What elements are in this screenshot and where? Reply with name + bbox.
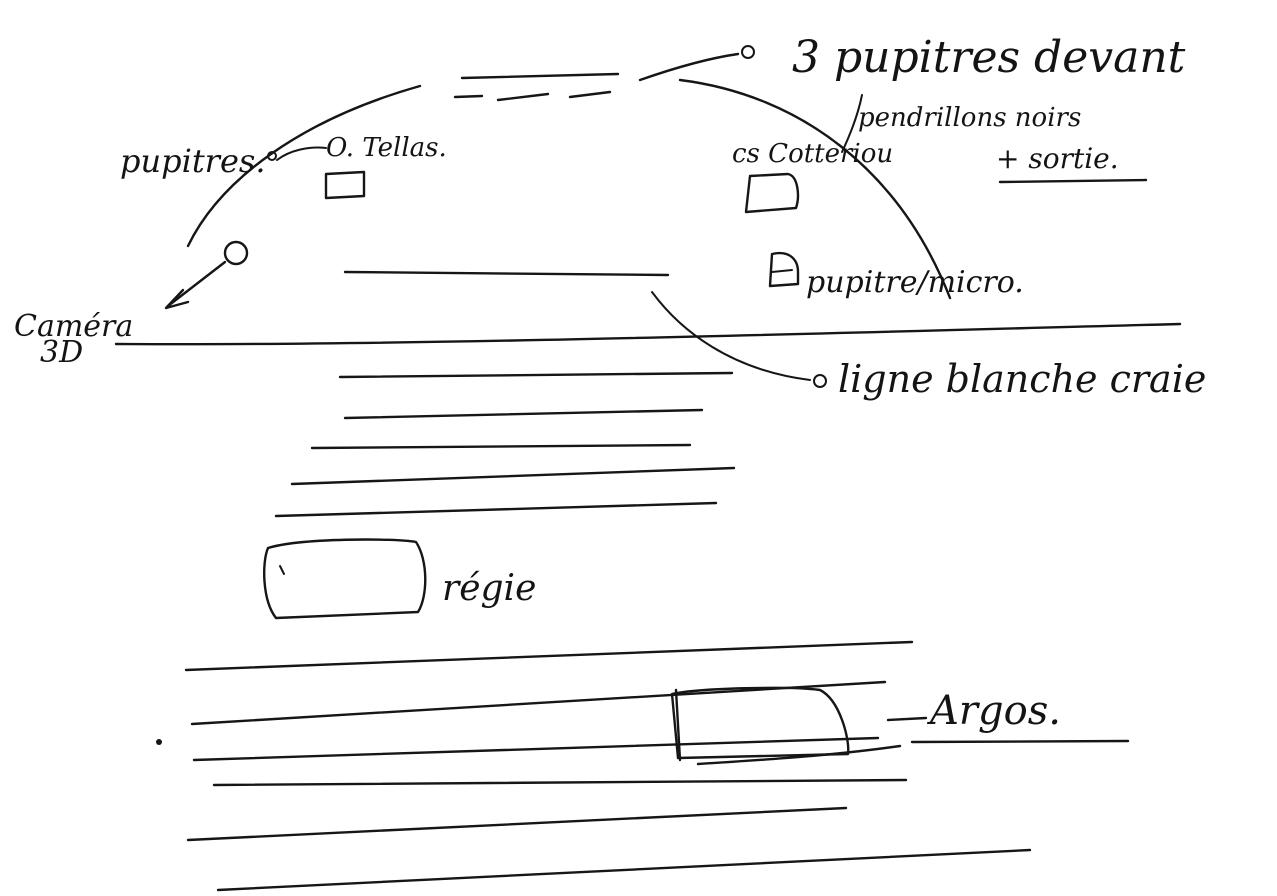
camera-arrow: [166, 260, 227, 308]
pendrillons-bracket: [841, 94, 863, 153]
row-11: [216, 848, 1032, 892]
row-6: [184, 640, 914, 672]
row-8: [192, 736, 880, 762]
pupitres-pointer: [276, 146, 327, 161]
row-2: [343, 408, 704, 420]
argos-connector: [886, 716, 928, 722]
argos-tail: [696, 744, 902, 766]
back-dash-2: [496, 92, 550, 102]
label-3-pupitres: 3 pupitres devant: [792, 32, 1186, 83]
label-pendrillons: pendrillons noirs: [858, 103, 1081, 133]
main-stage-edge: [114, 322, 1182, 346]
label-pupitre-micro: pupitre/micro.: [806, 265, 1024, 300]
label-o-tellas: O. Tellas.: [326, 133, 447, 163]
pupitre-right-rect: [744, 172, 800, 214]
stray-dot: [156, 739, 162, 745]
camera-circle: [223, 240, 249, 266]
row-10: [186, 806, 848, 842]
sortie-underline: [998, 178, 1148, 184]
label-cs-cotteriou: cs Cotteriou: [732, 139, 893, 169]
arrow-pupitres-devant: [638, 52, 740, 82]
back-dash-1: [453, 94, 484, 99]
pupitre-left-rect: [324, 170, 366, 200]
label-regie: régie: [442, 568, 536, 609]
camera-arrowhead: [164, 288, 190, 310]
row-5: [274, 501, 718, 518]
back-dash-3: [568, 90, 612, 99]
ligne-pointer: [651, 291, 811, 381]
stage-arc-left: [186, 84, 422, 248]
regie-box: [263, 538, 427, 620]
row-4: [290, 466, 736, 486]
label-sortie: + sortie.: [996, 142, 1119, 175]
stage-arc-right: [678, 78, 952, 300]
pupitre-micro-inner: [771, 269, 793, 273]
argos-underline: [910, 739, 1130, 744]
label-camera: Caméra: [14, 309, 133, 344]
label-ligne-blanche: ligne blanche craie: [838, 357, 1206, 401]
pupitre-micro-rect: [768, 251, 800, 288]
stage-front-line: [343, 270, 670, 277]
pupitres-pointer-circle: [267, 151, 277, 161]
label-argos: Argos.: [926, 688, 1061, 734]
regie-tick: [279, 565, 285, 575]
row-9: [212, 778, 908, 787]
row-3: [310, 443, 692, 450]
back-dash-top: [460, 72, 620, 80]
label-camera-3d: 3D: [40, 335, 83, 370]
row-1: [338, 371, 734, 379]
ligne-pointer-circle: [813, 374, 827, 388]
argos-box: [670, 686, 850, 760]
arrow-end-circle-top: [741, 45, 755, 59]
argos-box-left: [674, 688, 682, 762]
label-pupitres-left: pupitres.: [120, 142, 266, 180]
